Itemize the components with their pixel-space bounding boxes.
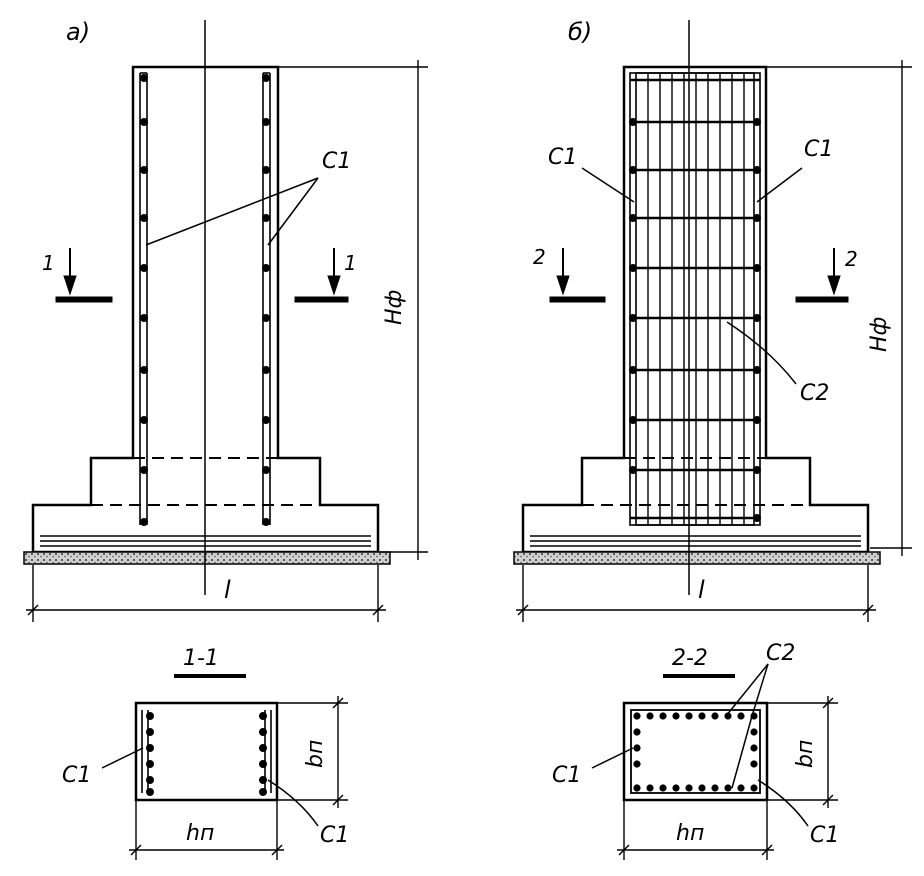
section-1-1-bars [146,712,267,796]
leaders-b [581,167,803,385]
section-mark-2-left [549,248,606,303]
callout-c2-b: С2 [800,381,829,406]
cage-c2-vertical-bars-b [647,73,745,525]
section-2-2-dim-depth: bп [793,740,818,768]
section-1-1-leaders [101,747,319,827]
section-mark-1-left [55,248,113,303]
section-title-2-2: 2-2 [672,646,708,671]
section-2-2-c1-right: С1 [810,823,839,848]
section-mark-2-right [795,248,849,303]
section-2-2-bars [633,712,758,792]
leader-c1-a [145,177,319,246]
section-1-1-c1-right: С1 [320,823,349,848]
dim-length-label-b: l [698,576,705,604]
cage-c2-stirrups-b [630,78,760,520]
panel-b: б) [513,18,912,860]
cage-c1-left-a [139,72,148,525]
section-2-2-leaders [591,663,809,827]
callout-c1-right-b: С1 [804,137,833,162]
panel-a-tag: а) [66,18,90,46]
section-title-underline-1-1 [174,674,246,678]
section-2-2-dim-width: hп [676,821,704,846]
section-1-1-c1-left: С1 [62,763,91,788]
section-2-label-left: 2 [533,245,546,269]
bar-dots-b [629,118,761,522]
section-1-1-dim-depth: bп [303,740,328,768]
section-1-1-dims [129,696,348,860]
section-1-label-left: 1 [42,251,55,275]
section-2-2-c1-left: С1 [552,763,581,788]
dim-length-b [516,565,876,622]
section-mark-1-right [294,248,349,303]
section-2-label-right: 2 [845,247,858,271]
section-2-2-outline [622,701,769,802]
base-layer-a [23,551,391,565]
dim-height-a [278,60,428,560]
dim-height-label-b: Hф [867,317,892,352]
section-1-1-cages [141,710,272,793]
bottom-mesh-b [530,535,861,547]
section-title-1-1: 1-1 [183,646,219,671]
dim-length-label-a: l [224,576,231,604]
section-1-label-right: 1 [344,251,357,275]
dim-height-b [766,60,912,556]
base-layer-b [513,551,881,565]
callout-c1-a: С1 [322,149,351,174]
cage-c1-b [629,72,761,526]
callout-c1-left-b: С1 [548,145,577,170]
section-2-2-dims [617,696,838,860]
dim-length-a [26,565,386,622]
bar-dots-a [140,74,270,526]
section-2-2-cage [630,709,761,794]
section-1-1-outline [134,701,279,802]
dim-height-label-a: Hф [382,290,407,325]
panel-a: а) [23,18,428,860]
cage-c1-right-a [262,72,271,525]
section-1-1-dim-width: hп [186,821,214,846]
section-title-underline-2-2 [663,674,735,678]
panel-b-tag: б) [568,18,592,46]
section-2-2-c2: С2 [766,641,795,666]
